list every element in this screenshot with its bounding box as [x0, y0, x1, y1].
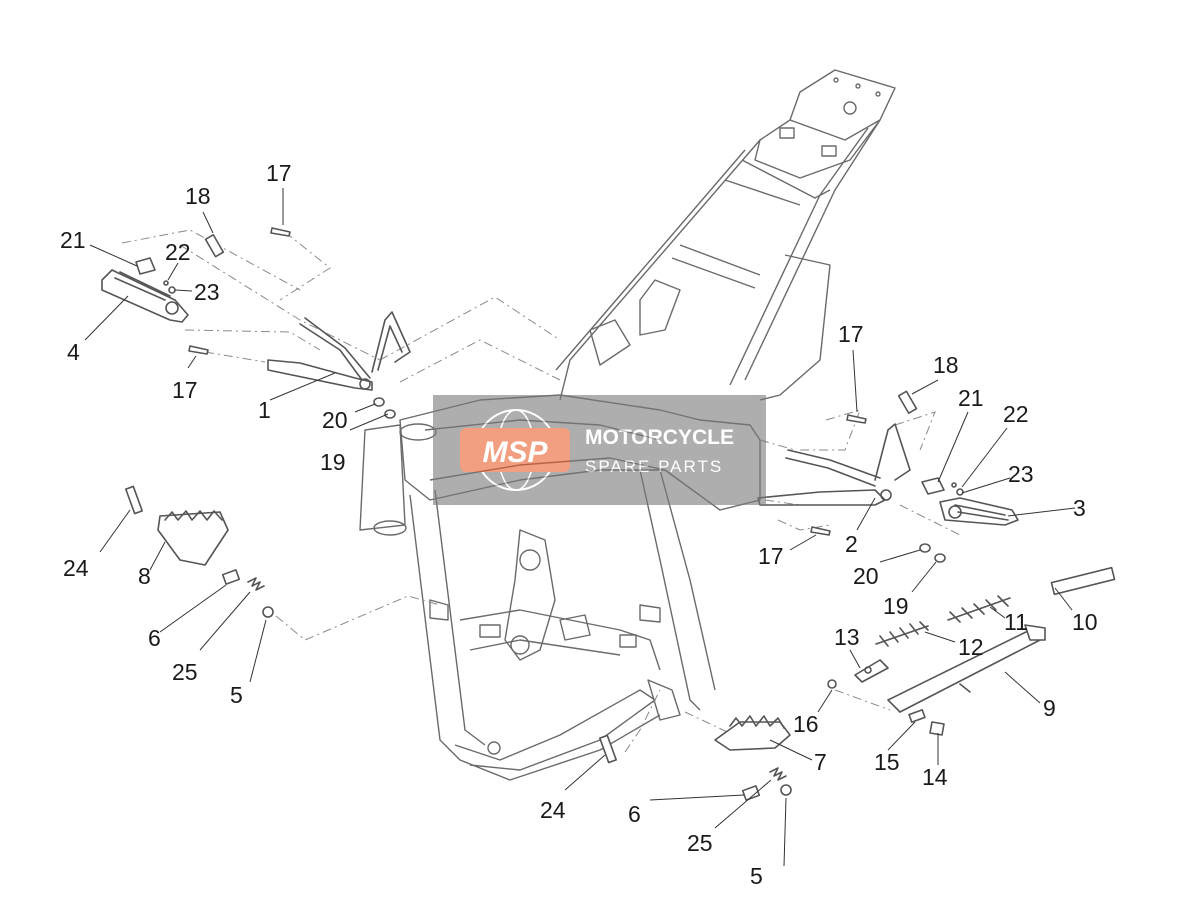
callout-5-left: 5: [230, 682, 243, 708]
assembly-lines: [121, 229, 961, 753]
right-rider-footrest: [598, 715, 792, 801]
callout-21-right: 21: [958, 385, 984, 411]
callout-labels: 1 2 3 4 5 5 6 6 7 8 9 10 11 12 13 14 15 …: [60, 160, 1098, 889]
callout-20-left: 20: [322, 407, 348, 433]
right-small-parts: [810, 390, 964, 563]
callout-2: 2: [845, 531, 858, 557]
callout-22-left: 22: [165, 239, 191, 265]
callout-24-left: 24: [63, 555, 89, 581]
callout-15: 15: [874, 749, 900, 775]
callout-22-right: 22: [1003, 401, 1029, 427]
right-footpeg: [939, 497, 1019, 526]
callout-9: 9: [1043, 695, 1056, 721]
callout-23-left: 23: [194, 279, 220, 305]
callout-17-mid-right: 17: [758, 543, 784, 569]
watermark-line1: MOTORCYCLE: [585, 426, 734, 449]
callout-16: 16: [793, 711, 819, 737]
callout-12: 12: [958, 634, 984, 660]
callout-13: 13: [834, 624, 860, 650]
watermark: MSP MOTORCYCLE SPARE PARTS: [433, 395, 766, 505]
callout-19-left: 19: [320, 449, 346, 475]
callout-14: 14: [922, 764, 948, 790]
callout-17-top-left: 17: [266, 160, 292, 186]
right-footpeg-bracket: [757, 423, 911, 506]
callout-8: 8: [138, 563, 151, 589]
side-stand: [827, 624, 1046, 736]
callout-18-left: 18: [185, 183, 211, 209]
callout-3: 3: [1073, 495, 1086, 521]
callout-24-right: 24: [540, 797, 566, 823]
callout-4: 4: [67, 339, 80, 365]
callout-20-right: 20: [853, 563, 879, 589]
callout-5-right: 5: [750, 863, 763, 889]
left-rider-footrest: [124, 485, 274, 618]
callout-10: 10: [1072, 609, 1098, 635]
callout-23-right: 23: [1008, 461, 1034, 487]
callout-11: 11: [1004, 609, 1028, 635]
callout-25-right: 25: [687, 830, 713, 856]
watermark-badge-text: MSP: [482, 436, 548, 469]
callout-6-left: 6: [148, 625, 161, 651]
left-footpeg: [101, 269, 189, 323]
callout-19-right: 19: [883, 593, 909, 619]
callout-1: 1: [258, 397, 271, 423]
callout-25-left: 25: [172, 659, 198, 685]
callout-18-right: 18: [933, 352, 959, 378]
left-small-parts: [135, 227, 396, 419]
callout-21-left: 21: [60, 227, 86, 253]
watermark-line2: SPARE PARTS: [585, 457, 723, 476]
leader-lines: [84, 188, 1076, 867]
callout-6-right: 6: [628, 801, 641, 827]
stand-springs: [875, 566, 1116, 647]
callout-17-top-right: 17: [838, 321, 864, 347]
left-footpeg-bracket: [267, 311, 411, 391]
watermark-badge: [460, 428, 570, 472]
callout-17-mid-left: 17: [172, 377, 198, 403]
callout-7: 7: [814, 749, 827, 775]
